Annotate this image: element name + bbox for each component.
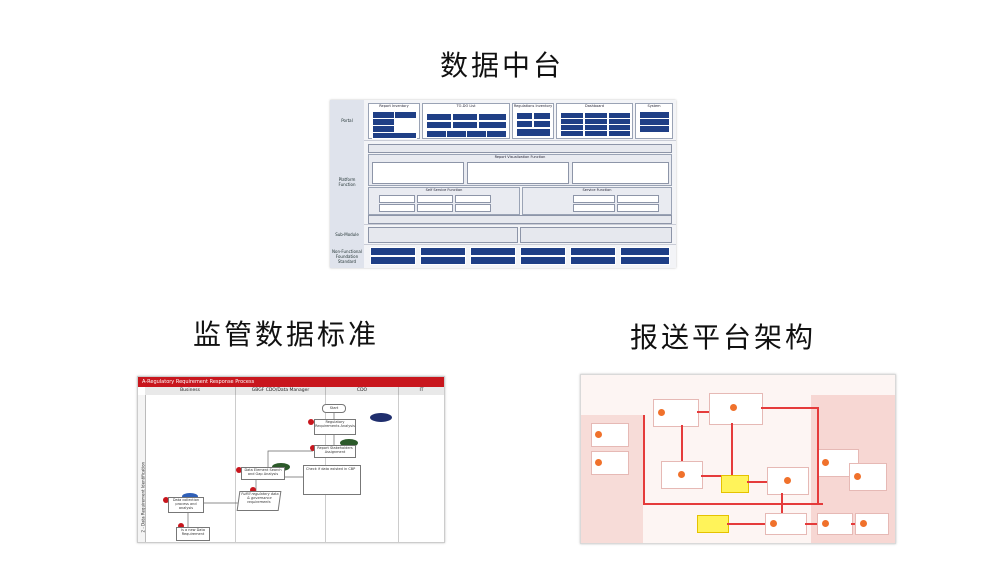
platform-highlight-2 xyxy=(697,515,729,533)
panel-dashboard: Dashboard xyxy=(556,103,633,139)
non-functional-row: Non-Functional Foundation Standard xyxy=(330,244,676,268)
row-label-platform-function: Platform Function xyxy=(330,140,364,224)
flow-connectors xyxy=(187,411,335,527)
lane-business: Business xyxy=(145,387,236,395)
title-regulatory-data-standard: 监管数据标准 xyxy=(193,318,380,351)
flow-node-collect: Data collection process and analysis xyxy=(168,497,204,513)
panel-regulations-inventory: Regulations Inventory xyxy=(512,103,554,139)
title-reporting-platform-architecture: 报送平台架构 xyxy=(630,321,817,354)
portal-row: Portal Report Inventory TO-DO List Regul… xyxy=(330,100,676,141)
flow-node-stakeholder: Report Stakeholders Assignment xyxy=(314,445,356,458)
flow-node-oval-blue-2 xyxy=(182,493,198,500)
panel-todo-list: TO-DO List xyxy=(422,103,510,139)
flow-node-oval-green-1 xyxy=(340,439,358,447)
platform-function-row: Platform Function Report Visualization F… xyxy=(330,140,676,225)
flow-header: A-Regulatory Requirement Response Proces… xyxy=(138,377,444,387)
lane-gbgf: GBGF CDO/Data Manager xyxy=(236,387,326,395)
sku-regulation-report xyxy=(520,227,672,243)
reporting-platform-thumbnail xyxy=(580,374,896,544)
flow-node-oval-blue xyxy=(370,413,392,422)
flow-node-search: Data Element Search and Gap Analysis xyxy=(241,467,285,480)
api-bar xyxy=(368,144,672,153)
architecture-diagram-thumbnail: Portal Report Inventory TO-DO List Regul… xyxy=(330,100,676,268)
platform-box-8 xyxy=(849,463,887,491)
report-management-system xyxy=(368,227,518,243)
platform-box-1 xyxy=(591,423,629,447)
swimlane-flow-thumbnail: A-Regulatory Requirement Response Proces… xyxy=(137,376,445,543)
sub-module-row: Sub-Module xyxy=(330,224,676,245)
report-visualization-panel: Report Visualization Function xyxy=(368,154,672,186)
platform-box-11 xyxy=(855,513,889,535)
platform-box-2 xyxy=(591,451,629,475)
panel-system: System xyxy=(635,103,673,139)
flow-side-label: 2 - Data Requirement Identification xyxy=(138,395,146,542)
row-label-portal: Portal xyxy=(330,100,364,140)
self-service-panel: Self Service Function xyxy=(368,187,520,215)
flow-node-analysis: Regulatory Requirements Analysis xyxy=(314,419,356,435)
lane-it: IT xyxy=(399,387,444,395)
platform-box-6 xyxy=(767,467,809,495)
title-data-platform: 数据中台 xyxy=(440,49,565,82)
platform-box-5 xyxy=(661,461,703,489)
flow-node-check: Check if data existed in CBP xyxy=(303,465,361,495)
panel-report-inventory: Report Inventory xyxy=(368,103,420,139)
platform-box-4 xyxy=(709,393,763,425)
flow-node-fulfill: Fulfill regulatory data & governance req… xyxy=(236,491,282,511)
flow-node-start: Start xyxy=(322,404,346,413)
row-label-non-functional: Non-Functional Foundation Standard xyxy=(330,244,364,268)
row-label-sub-module: Sub-Module xyxy=(330,224,364,244)
access-mgt-bar xyxy=(368,215,672,224)
lane-cdo: CDO xyxy=(326,387,399,395)
flow-node-new-data: Is a new Data Requirement xyxy=(176,527,210,541)
platform-box-9 xyxy=(765,513,807,535)
platform-box-3 xyxy=(653,399,699,427)
service-function-panel: Service Function xyxy=(522,187,672,215)
platform-highlight-1 xyxy=(721,475,749,493)
platform-box-10 xyxy=(817,513,853,535)
